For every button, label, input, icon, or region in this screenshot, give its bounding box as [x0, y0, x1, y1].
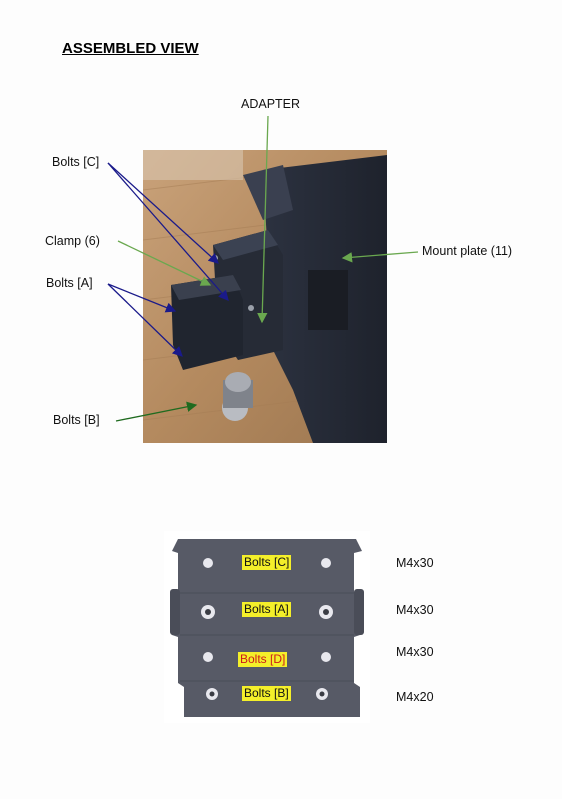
bolt-plate-art: [170, 539, 364, 717]
arrow-clamp: [117, 240, 212, 286]
label-bolts-a: Bolts [A]: [46, 276, 93, 290]
label-bolts-b: Bolts [B]: [53, 413, 100, 427]
bolt-spec: M4x30: [396, 603, 434, 617]
bolt-plate-diagram: Bolts [C] Bolts [A] Bolts [D] Bolts [B]: [164, 531, 370, 723]
label-mount-plate: Mount plate (11): [422, 244, 513, 258]
label-adapter: ADAPTER: [241, 97, 301, 111]
arrow-bolts-c-1: [107, 162, 219, 264]
arrow-bolts-c-2: [107, 162, 229, 301]
arrow-bolts-a-2: [107, 283, 183, 357]
bolt-spec: M4x30: [396, 645, 434, 659]
label-bolts-c: Bolts [C]: [52, 155, 100, 169]
page-title: ASSEMBLED VIEW: [62, 40, 199, 57]
plate-bolt-tag: Bolts [B]: [242, 686, 291, 701]
assembly-photo-art: [143, 150, 387, 443]
label-clamp: Clamp (6): [45, 234, 100, 248]
arrow-bolts-a-1: [107, 283, 177, 313]
plate-bolt-tag: Bolts [C]: [242, 555, 292, 570]
bolt-spec: M4x20: [396, 690, 434, 704]
plate-bolt-tag: Bolts [A]: [242, 602, 291, 617]
arrow-adapter: [257, 115, 269, 324]
assembly-photo: [143, 150, 387, 443]
plate-bolt-tag: Bolts [D]: [238, 652, 288, 667]
bolt-spec: M4x30: [396, 556, 434, 570]
arrow-bolts-b: [115, 401, 198, 422]
arrow-mount-plate: [341, 251, 419, 263]
